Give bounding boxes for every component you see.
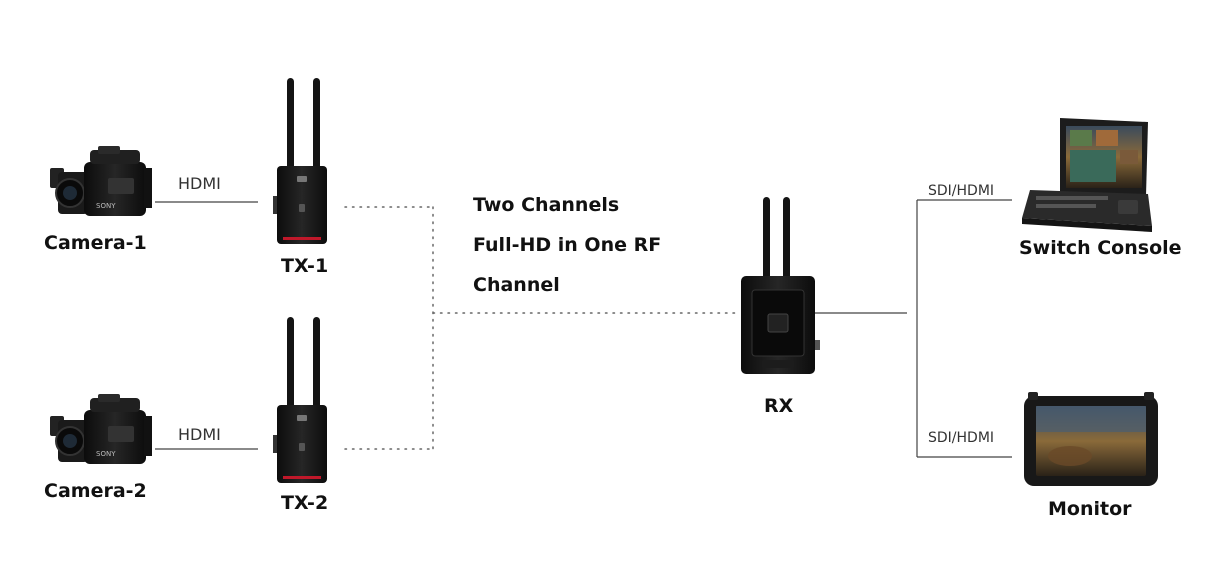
tx-2-label: TX-2 <box>281 492 328 514</box>
wireless-note-line-1: Two Channels <box>473 194 619 216</box>
connections <box>155 199 1012 458</box>
wireless-transmitter-icon <box>273 78 327 244</box>
switch-console-label: Switch Console <box>1019 237 1182 259</box>
switch-console-icon <box>1022 118 1152 232</box>
sdi-hdmi-label-1: SDI/HDMI <box>928 183 994 199</box>
wireless-note-line-2: Full-HD in One RF <box>473 234 661 256</box>
video-camera-icon: SONY <box>50 394 152 464</box>
rx-label: RX <box>764 395 794 417</box>
svg-text:SONY: SONY <box>96 450 116 458</box>
video-camera-icon: SONY <box>50 146 152 216</box>
wireless-note: Two Channels Full-HD in One RF Channel <box>473 194 661 296</box>
wireless-note-line-3: Channel <box>473 274 560 296</box>
monitor-label: Monitor <box>1048 498 1132 520</box>
camera-1-label: Camera-1 <box>44 232 147 254</box>
sdi-hdmi-label-2: SDI/HDMI <box>928 430 994 446</box>
tx-1-label: TX-1 <box>281 255 328 277</box>
hdmi-label-2: HDMI <box>178 425 221 444</box>
rx-output-cables <box>814 199 1012 458</box>
wireless-transmitter-icon <box>273 317 327 483</box>
wireless-link <box>344 206 736 450</box>
camera-2-label: Camera-2 <box>44 480 147 502</box>
svg-text:SONY: SONY <box>96 202 116 210</box>
field-monitor-icon <box>1024 392 1158 486</box>
hdmi-label-1: HDMI <box>178 174 221 193</box>
wireless-receiver-icon <box>741 197 820 374</box>
